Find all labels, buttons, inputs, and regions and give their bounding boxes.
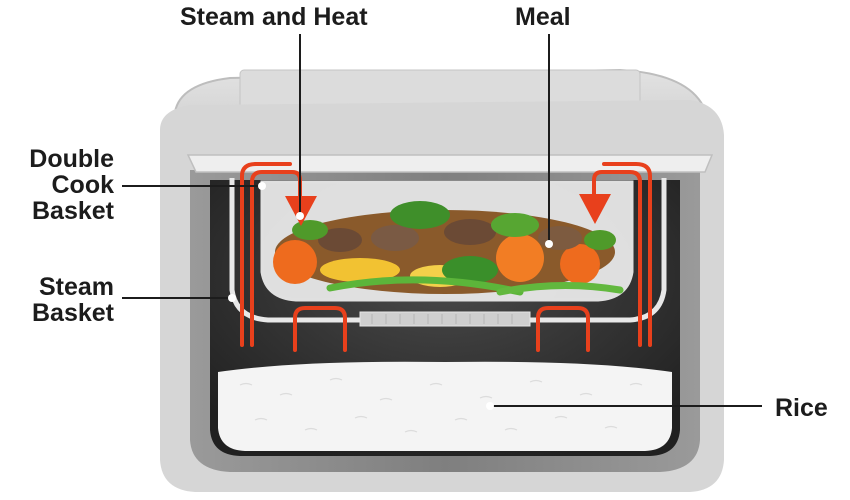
rice-label: Rice [775, 394, 828, 422]
steam-basket-vent-slots [371, 314, 513, 324]
steam-basket-label: Steam Basket [0, 274, 114, 326]
steam-basket-vent [359, 311, 531, 327]
leader-dot-rice [486, 402, 494, 410]
steam-basket-label-line2: Basket [32, 299, 114, 327]
double-cook-basket-label: Double Cook Basket [0, 146, 114, 224]
leader-dot-steam-basket [228, 294, 236, 302]
double-cook-basket-label-line1: Double [29, 145, 114, 173]
double-cook-basket-label-line2: Cook [51, 171, 115, 199]
rice-grain-texture [239, 377, 643, 433]
pot-rim [186, 154, 714, 173]
steam-basket-label-line1: Steam [38, 273, 114, 301]
rice [218, 361, 672, 451]
meal-label: Meal [515, 3, 571, 31]
steam-arrow-right-head [579, 194, 611, 224]
leader-dot-double-cook [258, 182, 266, 190]
leader-lines [122, 34, 762, 407]
double-cook-basket-label-line3: Basket [32, 197, 114, 225]
leader-dot-meal [545, 240, 553, 248]
leader-dot-steam-heat [296, 212, 304, 220]
meal-vegetables [273, 201, 624, 296]
steam-and-heat-label: Steam and Heat [180, 3, 368, 31]
